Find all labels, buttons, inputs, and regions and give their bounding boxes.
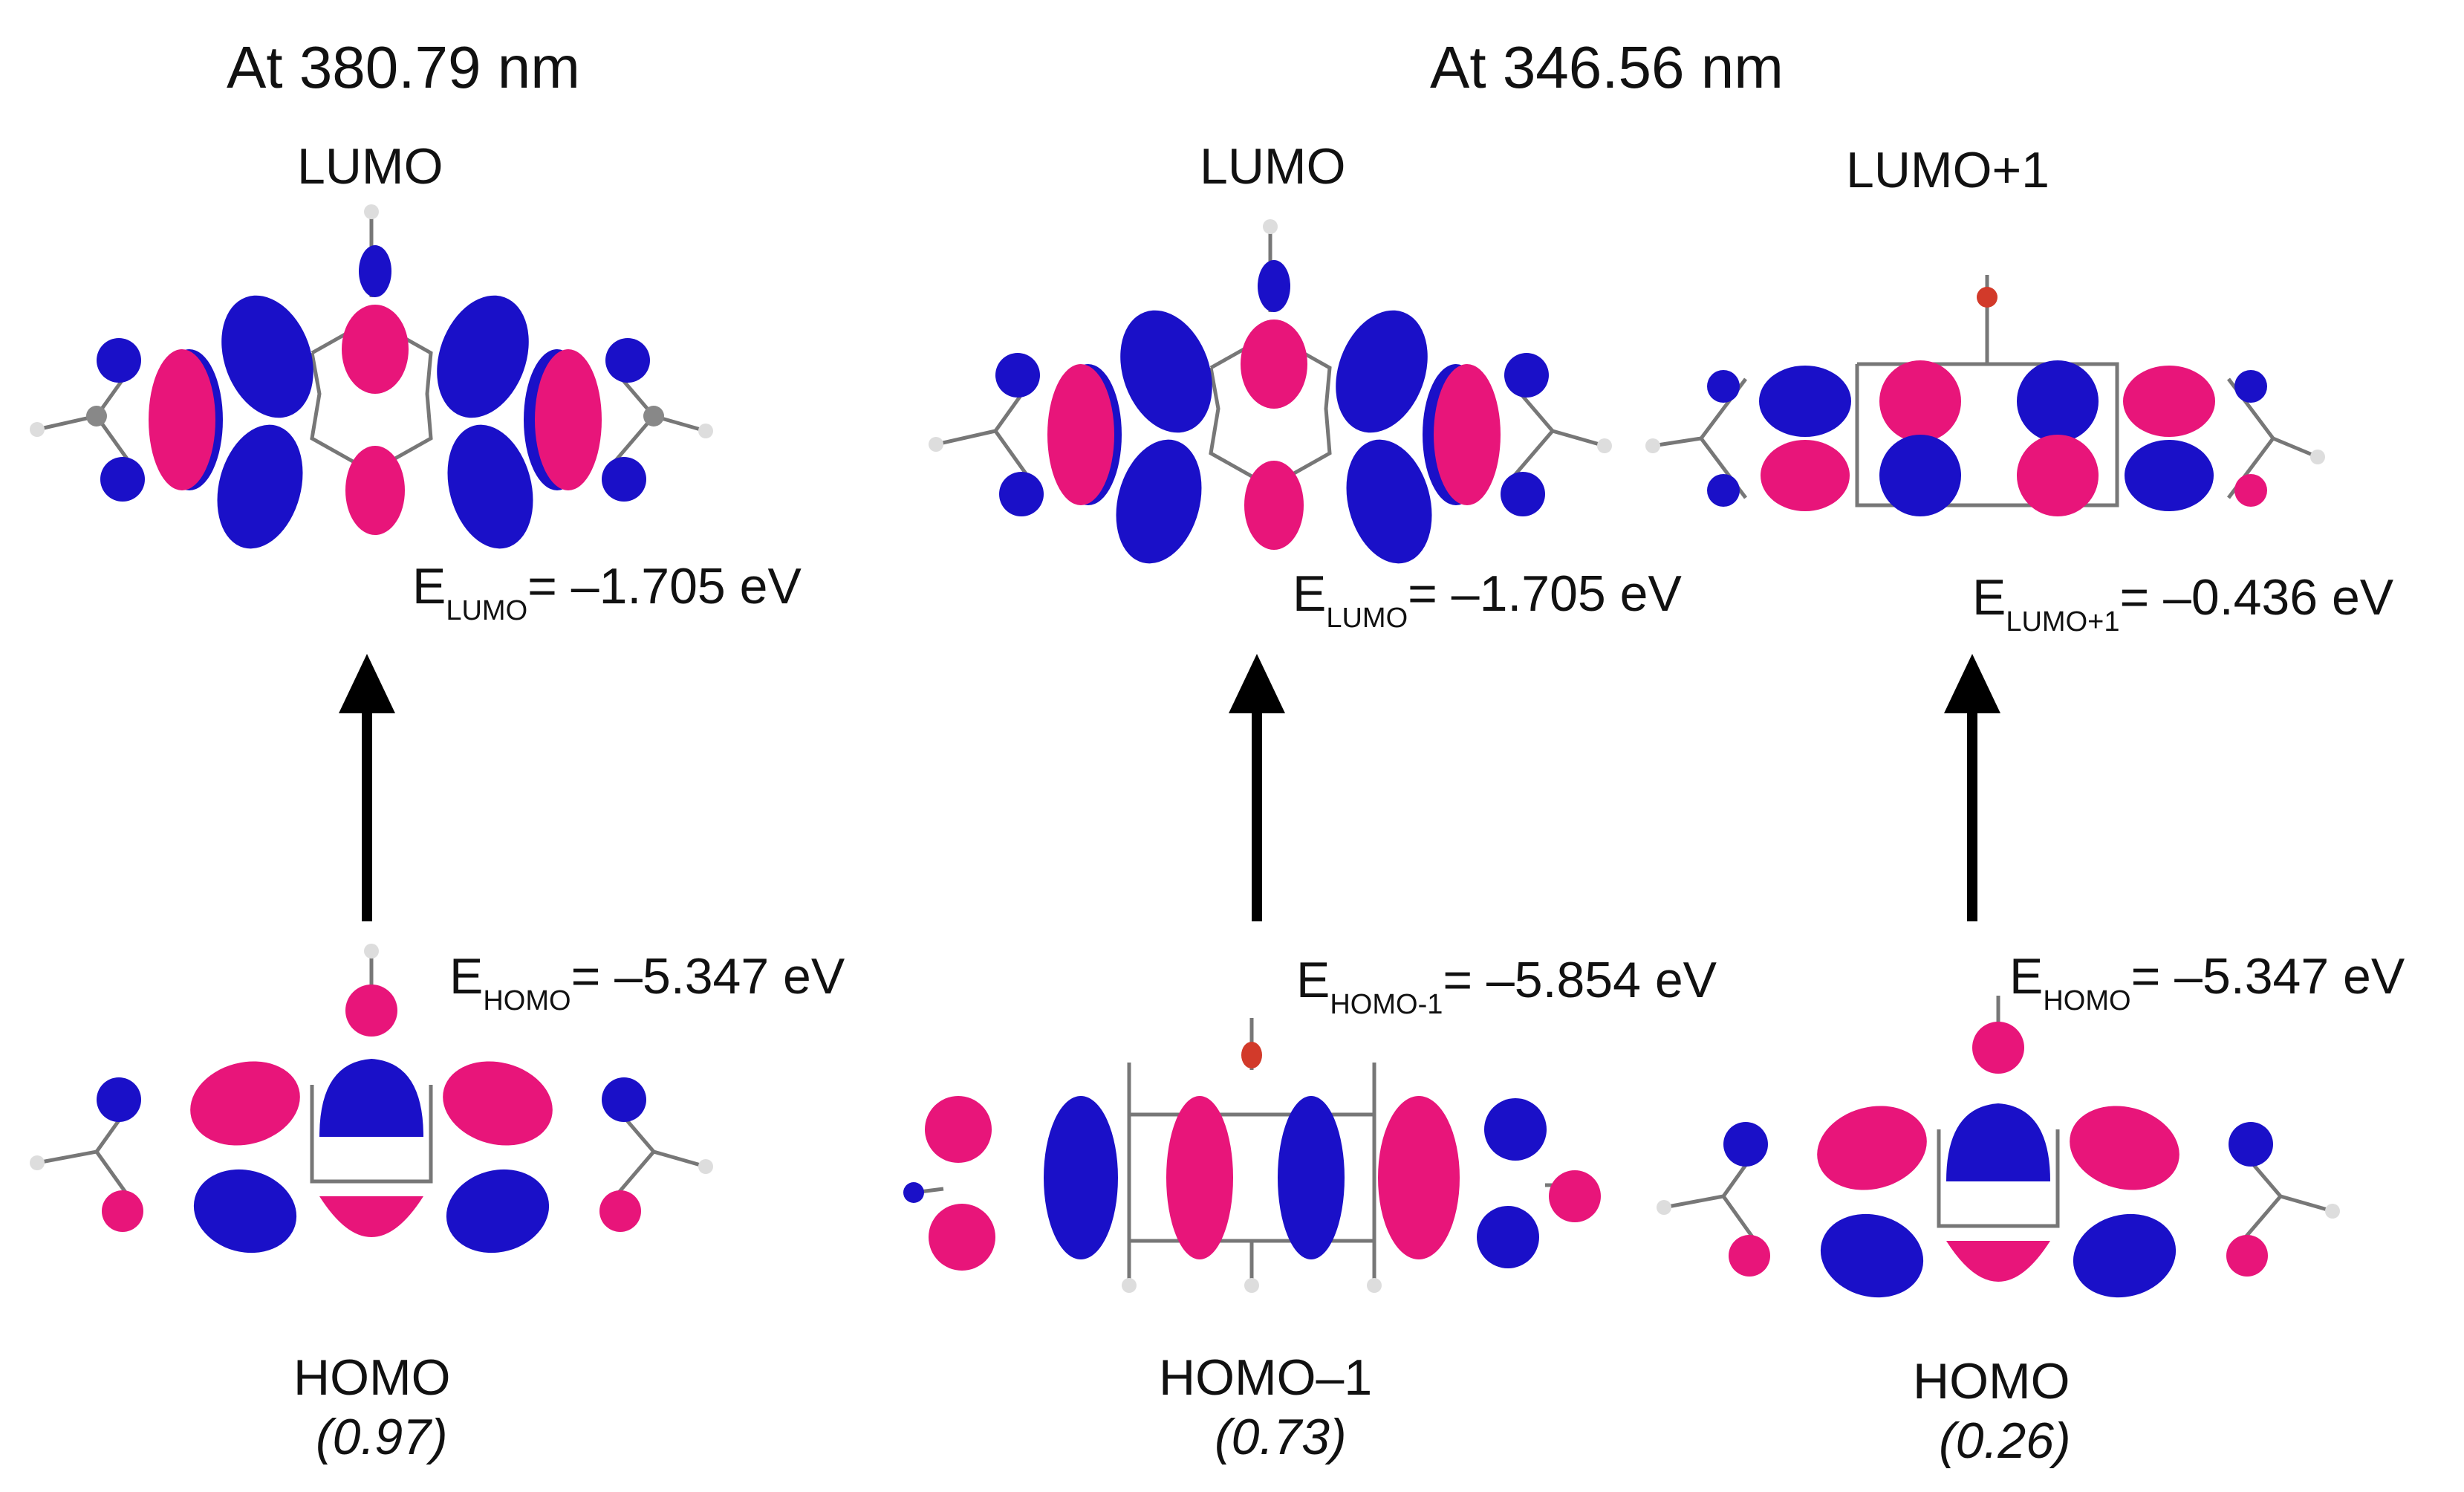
transition-arrow-1	[362, 710, 372, 921]
transition-arrow-2	[1252, 710, 1262, 921]
homo-orbital-image-1	[30, 944, 713, 1253]
transition-arrow-3	[1967, 710, 1977, 921]
orbital-label-homo-2: HOMO	[1913, 1353, 2070, 1410]
homo-minus-1-orbital-image	[903, 1018, 1601, 1293]
energy-lumo-plus-1: ELUMO+1= –0.436 eV	[1972, 569, 2394, 638]
energy-homo-minus-1: EHOMO-1= –5.854 eV	[1296, 952, 1717, 1020]
lumo-plus-1-orbital-image	[1645, 275, 2325, 516]
orbital-label-lumo-plus-1: LUMO+1	[1846, 142, 2049, 198]
orbital-label-homo-1: HOMO	[293, 1349, 451, 1406]
homo-orbital-image-2	[1657, 996, 2340, 1298]
transition-weight-1: (0.97)	[316, 1409, 448, 1465]
orbital-label-homo-minus-1: HOMO–1	[1159, 1349, 1373, 1406]
transition-weight-2: (0.73)	[1215, 1409, 1347, 1465]
energy-homo-2: EHOMO= –5.347 eV	[2009, 948, 2405, 1016]
arrow-head-1	[339, 654, 395, 713]
arrow-head-2	[1229, 654, 1285, 713]
panel-title-380nm: At 380.79 nm	[227, 34, 580, 100]
orbital-label-lumo-1: LUMO	[297, 138, 443, 195]
energy-lumo-2: ELUMO= –1.705 eV	[1293, 565, 1682, 634]
lumo-orbital-image-1	[30, 204, 713, 549]
energy-lumo-1: ELUMO= –1.705 eV	[412, 558, 802, 626]
transition-weight-3: (0.26)	[1939, 1412, 2071, 1469]
orbital-label-lumo-2: LUMO	[1200, 138, 1346, 195]
arrow-head-3	[1944, 654, 2000, 713]
lumo-orbital-image-2	[929, 219, 1612, 564]
panel-title-346nm: At 346.56 nm	[1430, 34, 1784, 100]
energy-homo-1: EHOMO= –5.347 eV	[449, 948, 845, 1016]
